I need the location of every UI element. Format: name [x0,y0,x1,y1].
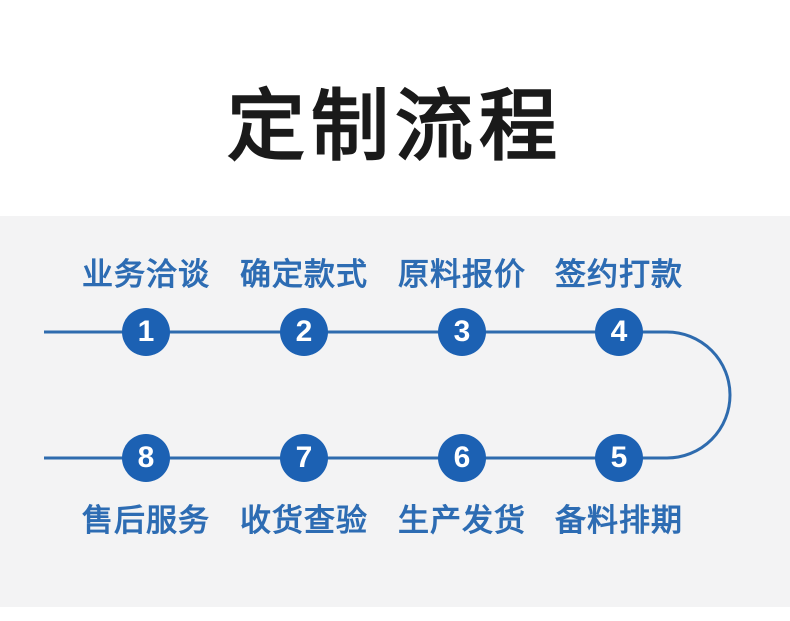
step-5-circle: 5 [595,434,643,482]
step-8-label: 售后服务 [82,503,210,538]
step-6-circle: 6 [438,434,486,482]
step-4-circle: 4 [595,308,643,356]
step-6-number: 6 [453,441,471,474]
step-2-circle: 2 [280,308,328,356]
step-3-circle: 3 [438,308,486,356]
step-8-number: 8 [137,441,155,474]
step-1-circle: 1 [122,308,170,356]
step-1-label: 业务洽谈 [82,257,210,292]
step-4-number: 4 [610,315,628,348]
step-4-label: 签约打款 [555,257,683,292]
step-1-number: 1 [137,315,155,348]
step-2-label: 确定款式 [240,257,368,292]
page-title: 定制流程 [226,82,563,170]
step-8-circle: 8 [122,434,170,482]
process-panel [0,216,790,607]
step-7-label: 收货查验 [240,503,368,538]
step-7-circle: 7 [280,434,328,482]
connector-line [44,330,732,460]
step-5-number: 5 [610,441,628,474]
step-5-label: 备料排期 [555,503,683,538]
step-6-label: 生产发货 [398,503,526,538]
step-2-number: 2 [295,315,313,348]
step-3-number: 3 [453,315,471,348]
step-3-label: 原料报价 [398,257,526,292]
step-7-number: 7 [295,441,313,474]
